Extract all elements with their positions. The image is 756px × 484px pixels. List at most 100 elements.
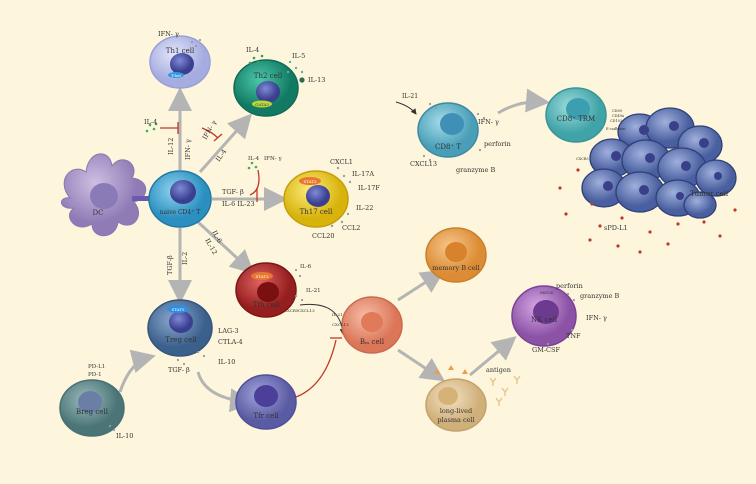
cd8-t-cell: CD8⁺ T (417, 102, 479, 158)
label-ccl20: CCL20 (312, 232, 335, 240)
inhibit-ifn-th2-bar (213, 133, 223, 142)
label-spdl1: sPD-L1 (604, 224, 628, 232)
arrow-plasma-to-nk (469, 336, 517, 377)
label-il17a: IL-17A (352, 170, 374, 178)
tfr-cell: Tfr cell (235, 374, 297, 430)
label-ccl2: CCL2 (342, 224, 360, 232)
plasma-cell: long-lived plasma cell (425, 378, 487, 432)
th17-cell: STAT3 Th17 cell (283, 170, 349, 228)
th2-tf-label: GATA3 (255, 102, 269, 107)
tumor-nuclei (603, 121, 722, 200)
inhibit-tfr-tfh (292, 339, 337, 399)
label-th2-il13: IL-13 (308, 76, 325, 84)
label-pdl1: PD-L1 (88, 364, 105, 370)
spdl1-dots (558, 168, 737, 254)
bm-cell: Bₘ cell (341, 296, 403, 354)
nk-label: NK cell (531, 316, 558, 324)
memory-b-cell: memory B cell (425, 227, 487, 283)
differentiation-arrows (118, 87, 550, 413)
label-nk-gmcsf: GM-CSF (532, 346, 560, 354)
arrow-naive-to-tfh (196, 220, 255, 275)
cd8trm-label: CD8⁺ TRM (557, 115, 595, 123)
label-pd1: PD-1 (88, 372, 102, 378)
label-th2-il4: IL-4 (246, 46, 259, 54)
cytokine-dots (108, 38, 576, 432)
label-il21-cd8: IL-21 (402, 93, 418, 100)
th17-stat-badge (299, 177, 321, 185)
label-il4-left: IL-4 (144, 118, 157, 126)
th17-stat-label: STAT3 (303, 179, 317, 184)
label-nkg2d: NKG2D (540, 291, 554, 295)
antibody-shapes (434, 365, 468, 374)
th1-tf-badge (168, 72, 184, 78)
dc-label: DC (93, 209, 104, 217)
label-nk-ifn: IFN- γ (586, 314, 607, 322)
label-nk-tnf: TNF (566, 332, 581, 340)
label-b-il21: IL-21 (332, 312, 343, 317)
label-lag3: LAG-3 (218, 327, 239, 335)
treg-stat-badge (167, 305, 189, 313)
label-il2-vertical: IL-2 (181, 252, 189, 265)
th17-label: Th17 cell (300, 208, 334, 216)
label-tgfb-treg: TGF- β (168, 366, 190, 374)
label-cd49a: CD49a (612, 114, 624, 118)
cd8t-label: CD8⁺ T (435, 143, 461, 151)
antigen-shapes (489, 375, 521, 406)
label-cd69: CD69 (612, 109, 622, 113)
inhibition-lines (160, 122, 342, 399)
breg-cell: Breg cell (59, 379, 125, 437)
label-ifn-th17: IFN- γ (264, 156, 282, 162)
label-th2-il5: IL-5 (292, 52, 305, 60)
memory-b-label: memory B cell (432, 264, 479, 272)
cd8-trm-cell: CD8⁺ TRM (545, 87, 607, 143)
arrow-bm-to-plasma (397, 348, 445, 382)
label-cd103: CD103 (610, 119, 622, 123)
th2-cell: GATA3 Th2 cell (233, 59, 299, 117)
tumor-cluster (581, 107, 737, 219)
label-th1-ifn: IFN- γ (158, 30, 179, 38)
label-il4-diagonal: IL-4 (214, 148, 228, 163)
th1-label: Th1 cell (166, 47, 195, 55)
tfh-label: Tfh cell (253, 301, 280, 309)
label-tfh-cxcl13: CXCL13 (298, 308, 315, 313)
label-il4-th17: IL-4 (248, 156, 260, 162)
label-ecadherin: E-cadherin (606, 127, 626, 131)
label-cxcl1: CXCL1 (330, 158, 353, 166)
label-ctla4: CTLA-4 (218, 338, 243, 346)
dc-cell: DC (61, 153, 152, 237)
th2-label: Th2 cell (254, 72, 283, 80)
label-antigen: antigen (486, 366, 511, 374)
bm-label: Bₘ cell (360, 338, 385, 346)
label-tgfb-th17: TGF- β (222, 188, 244, 196)
tfh-cell: STAT3 Tfh cell (235, 262, 297, 318)
label-il6-il23: IL-6 IL-23 (222, 200, 255, 208)
arrow-breg-to-treg (118, 349, 156, 393)
nk-cell: NK cell (511, 285, 577, 347)
label-granzyme-cd8: granzyme B (456, 166, 496, 174)
tfr-label: Tfr cell (253, 412, 279, 420)
treg-cell: STAT5 Treg cell (147, 299, 213, 357)
treg-label: Treg cell (165, 336, 197, 344)
cytokine-labels: IFN- γ IL-4 IL-5 IL-13 IL-4 IL-12 IFN- γ… (88, 30, 628, 440)
label-ifn-cd8: IFN- γ (478, 118, 499, 126)
plasma-label-line2: plasma cell (437, 416, 474, 424)
th1-tf-label: T-bet (171, 73, 181, 78)
label-tfh-cxcr5: CXCR5 (284, 308, 299, 313)
label-nk-perforin: perforin (556, 282, 583, 290)
arrow-il21-cd8 (395, 101, 417, 115)
label-ifn-diagonal: IFN- γ (201, 119, 218, 141)
label-il17f: IL-17F (358, 184, 380, 192)
th1-cell: T-bet Th1 cell (149, 35, 211, 89)
tfh-stat-badge (251, 272, 273, 280)
label-perforin-cd8: perforin (484, 140, 511, 148)
tfh-stat-label: STAT3 (255, 274, 269, 279)
label-cxcr3: CXCR3 (576, 157, 589, 161)
naive-label: naive CD4⁺ T (160, 209, 201, 216)
tumor-label: Tumor cell (690, 190, 729, 198)
label-il12: IL-12 (167, 138, 175, 155)
naive-cd4-t-cell: naive CD4⁺ T (148, 170, 212, 228)
label-cxcl13-cd8: CXCL13 (410, 160, 437, 168)
label-nk-granzyme: granzyme B (580, 292, 620, 300)
